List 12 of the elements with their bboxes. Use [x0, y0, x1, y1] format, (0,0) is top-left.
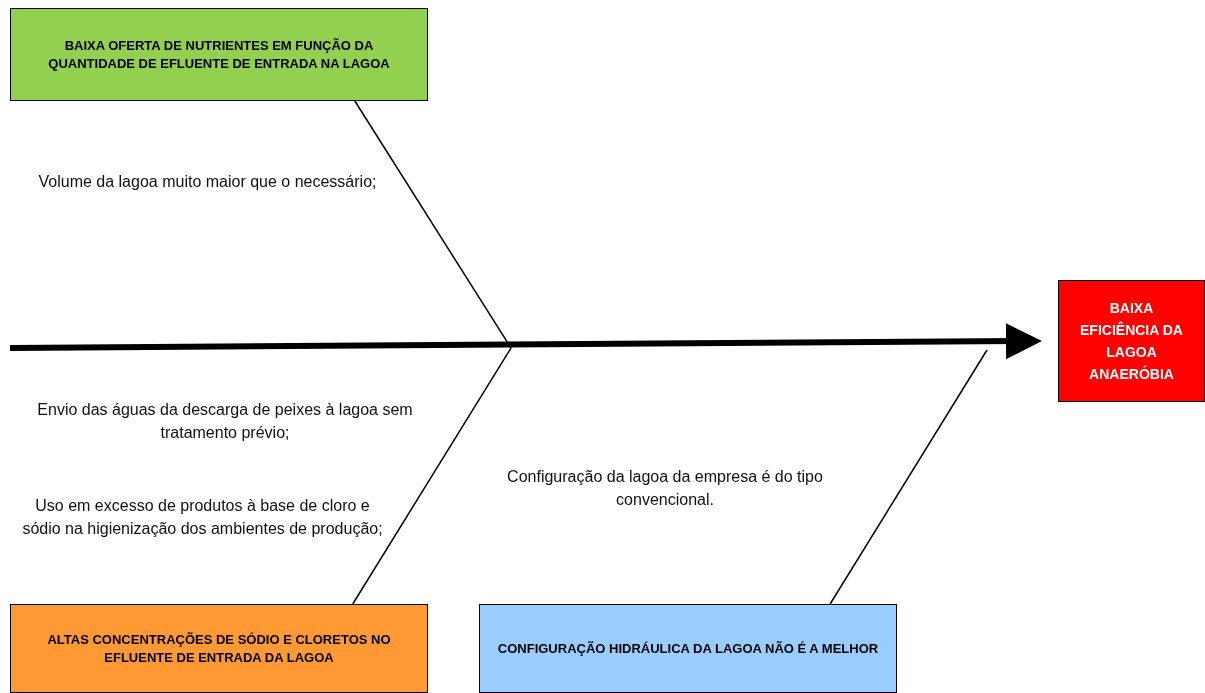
branch-line — [829, 349, 988, 605]
cause-note: Volume da lagoa muito maior que o necessário; — [37, 172, 378, 192]
spine-arrow — [10, 323, 1042, 360]
cause-box: ALTAS CONCENTRAÇÕES DE SÓDIO E CLORETOS NO EFLUENTE DE ENTRADA DA LAGOA — [10, 604, 428, 693]
cause-box: CONFIGURAÇÃO HIDRÁULICA DA LAGOA NÃO É A MELHOR — [479, 604, 897, 693]
branch-line — [354, 100, 512, 349]
cause-note: Envio das águas da descarga de peixes à lagoa sem tratamento prévio; — [36, 400, 414, 443]
effect-box: BAIXA EFICIÊNCIA DA LAGOA ANAERÓBIA — [1058, 280, 1205, 402]
branch-line — [352, 347, 512, 605]
cause-note: Configuração da lagoa da empresa é do tipo convencional. — [506, 467, 824, 510]
cause-note: Uso em excesso de produtos à base de cloro e sódio na higienização dos ambientes de produção; — [21, 496, 384, 539]
cause-box: BAIXA OFERTA DE NUTRIENTES EM FUNÇÃO DA QUANTIDADE DE EFLUENTE DE ENTRADA NA LAGOA — [10, 8, 428, 101]
